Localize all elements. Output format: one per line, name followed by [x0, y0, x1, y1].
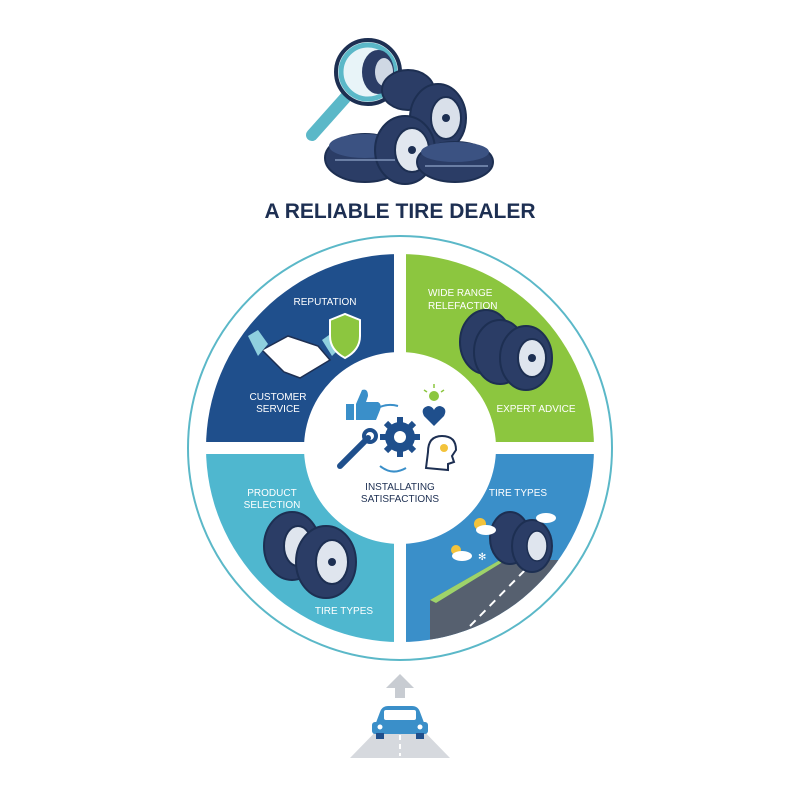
arrow-up-icon — [386, 674, 414, 698]
tire-pair-icon-lower — [263, 511, 357, 599]
heart-icon — [422, 406, 446, 426]
label-relefaction: RELEFACTION — [428, 301, 497, 312]
lightbulb-icon — [423, 384, 445, 401]
bottom-car-illustration — [350, 674, 450, 758]
label-tire-types-right: TIRE TYPES — [489, 488, 547, 499]
label-wide-range: WIDE RANGE — [428, 288, 493, 299]
label-reputation: REPUTATION — [294, 297, 357, 308]
label-satisfactions: SATISFACTIONS — [361, 494, 439, 505]
label-customer: CUSTOMER — [249, 392, 306, 403]
tire-stack-icon — [324, 50, 494, 185]
page-title: A RELIABLE TIRE DEALER — [264, 200, 535, 223]
thumbs-up-icon — [346, 389, 381, 420]
label-tire-types-left: TIRE TYPES — [315, 606, 373, 617]
shield-icon — [329, 312, 361, 360]
label-selection: SELECTION — [244, 500, 301, 511]
header-illustration — [306, 38, 494, 185]
gear-icon — [380, 417, 420, 457]
car-icon — [372, 706, 428, 739]
label-product: PRODUCT — [247, 488, 296, 499]
snowflake-icon: ✻ — [478, 552, 486, 563]
wrench-icon — [337, 428, 378, 469]
label-service: SERVICE — [256, 404, 300, 415]
tire-pair-icon — [459, 309, 553, 391]
head-icon — [424, 434, 458, 472]
service-wheel: ✻ — [187, 235, 613, 661]
label-installating: INSTALLATING — [365, 482, 435, 493]
sun-cloud-icon — [451, 513, 556, 561]
label-expert-advice: EXPERT ADVICE — [496, 404, 575, 415]
center-icons — [337, 384, 458, 473]
tire-weather-icon — [489, 511, 553, 573]
